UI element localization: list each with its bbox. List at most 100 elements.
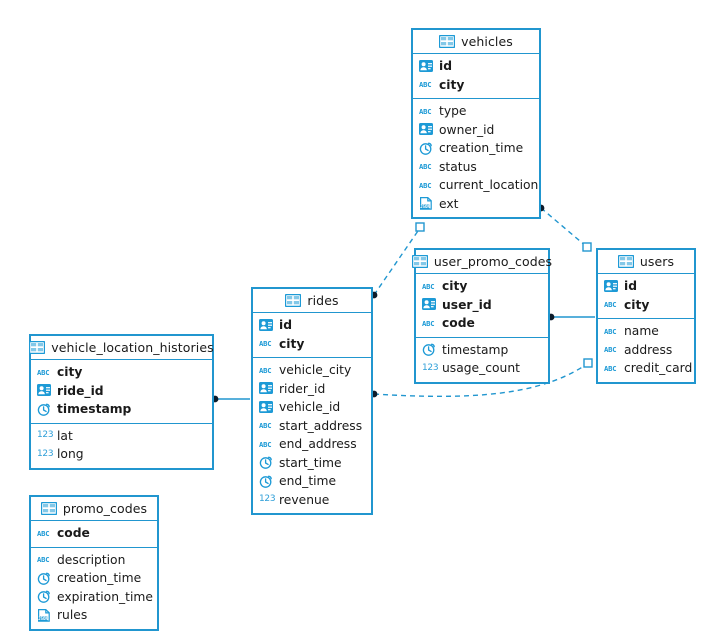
entity-header-promo_codes[interactable]: promo_codes	[31, 497, 157, 521]
field-row-vehicle_id[interactable]: vehicle_id	[253, 398, 371, 417]
entity-title: user_promo_codes	[433, 254, 553, 269]
entity-header-rides[interactable]: rides	[253, 289, 371, 313]
field-row-id[interactable]: id	[413, 57, 539, 76]
field-row-expiration_time[interactable]: expiration_time	[31, 588, 157, 607]
123-icon: 123	[37, 448, 54, 459]
entity-header-vehicle_location_histories[interactable]: vehicle_location_histories	[29, 336, 214, 360]
clock-icon	[259, 456, 274, 470]
abc-icon: ABC	[604, 300, 617, 310]
svg-text:JSON: JSON	[420, 204, 430, 209]
table-icon	[439, 35, 456, 48]
field-row-owner_id[interactable]: owner_id	[413, 121, 539, 140]
table-icon	[411, 255, 428, 268]
field-row-end_time[interactable]: end_time	[253, 472, 371, 491]
id-card-icon	[422, 298, 437, 311]
json-icon: JSON	[37, 608, 52, 622]
abc-icon: ABC	[422, 281, 435, 291]
json-icon: JSON	[419, 197, 434, 210]
field-label: credit_card	[624, 361, 693, 376]
field-row-ride_id[interactable]: ride_id	[31, 382, 212, 401]
relationship-endpoint-square-rides-vehicles	[415, 222, 425, 232]
123-icon: 123	[422, 362, 439, 373]
relationship-endpoint-square-vehicles-users	[582, 242, 592, 252]
abc-icon: ABC	[604, 345, 617, 355]
field-row-timestamp[interactable]: timestamp	[31, 400, 212, 419]
123-icon: 123	[259, 494, 276, 505]
field-row-start_time[interactable]: start_time	[253, 454, 371, 473]
abc-icon: ABC	[37, 528, 50, 538]
field-label: owner_id	[439, 122, 495, 137]
table-icon	[285, 294, 302, 307]
abc-icon: ABC	[422, 318, 435, 328]
field-row-id[interactable]: id	[598, 277, 694, 296]
field-label: rider_id	[279, 381, 326, 396]
field-row-city[interactable]: ABC city	[598, 296, 694, 315]
field-label: end_time	[279, 474, 337, 489]
svg-text:JSON: JSON	[38, 616, 48, 621]
field-row-timestamp[interactable]: timestamp	[416, 341, 548, 360]
field-row-creation_time[interactable]: creation_time	[31, 569, 157, 588]
field-label: lat	[57, 428, 73, 443]
field-row-rider_id[interactable]: rider_id	[253, 380, 371, 399]
abc-icon: ABC	[259, 365, 272, 375]
field-label: long	[57, 447, 84, 462]
field-row-credit_card[interactable]: ABC credit_card	[598, 359, 694, 378]
abc-icon: ABC	[37, 367, 50, 377]
123-icon: 123	[37, 430, 54, 441]
field-label: start_time	[279, 455, 342, 470]
clock-icon	[422, 343, 437, 357]
relationship-line-vehicles-users[interactable]	[540, 207, 588, 248]
field-row-user_id[interactable]: user_id	[416, 296, 548, 315]
entity-header-vehicles[interactable]: vehicles	[413, 30, 539, 54]
field-row-creation_time[interactable]: creation_time	[413, 139, 539, 158]
field-label: creation_time	[57, 571, 142, 586]
entity-header-user_promo_codes[interactable]: user_promo_codes	[411, 250, 552, 274]
abc-icon: ABC	[259, 439, 272, 449]
entity-header-users[interactable]: users	[598, 250, 694, 274]
field-label: timestamp	[57, 402, 132, 417]
field-label: city	[624, 297, 650, 312]
id-card-icon	[259, 400, 274, 414]
field-row-id[interactable]: id	[253, 316, 371, 335]
id-card-icon	[604, 279, 619, 293]
abc-icon: ABC	[604, 363, 617, 373]
abc-icon: ABC	[37, 555, 50, 565]
entity-title: promo_codes	[62, 501, 148, 516]
entity-title: rides	[307, 293, 339, 308]
field-label: name	[624, 324, 659, 339]
abc-icon: ABC	[259, 339, 272, 349]
